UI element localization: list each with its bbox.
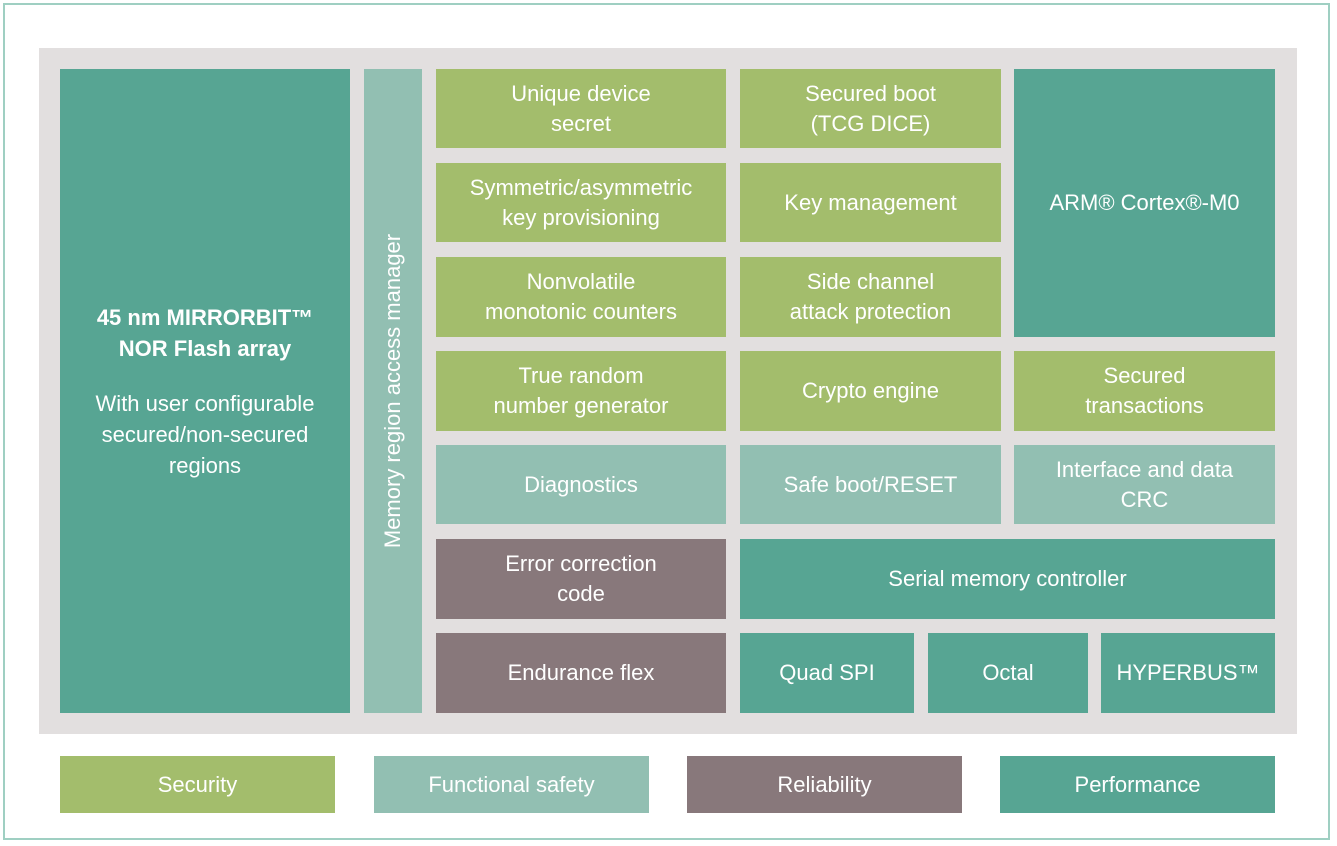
block-label: Interface and data [1055, 456, 1234, 482]
legend-performance: Performance [1000, 756, 1275, 813]
memory-access-manager-block: Memory region access manager [364, 69, 422, 713]
block-label: CRC [1120, 486, 1169, 512]
hyperbus-block: HYPERBUS™ [1101, 633, 1275, 713]
unique-device-secret-block: Unique device secret [436, 69, 726, 148]
flash-title-line-2: NOR Flash array [118, 335, 292, 361]
octal-block: Octal [928, 633, 1088, 713]
block-label: transactions [1085, 393, 1204, 418]
block-label: Octal [982, 660, 1034, 685]
quad-spi-block: Quad SPI [740, 633, 914, 713]
legend-functional-safety: Functional safety [374, 756, 649, 813]
interface-crc-block: Interface and data CRC [1014, 445, 1275, 524]
block-label: ARM® Cortex®-M0 [1049, 190, 1240, 215]
block-label: Error correction [505, 551, 657, 576]
block-label: number generator [493, 393, 669, 418]
block-label: Endurance flex [507, 660, 655, 685]
secured-transactions-block: Secured transactions [1014, 351, 1275, 431]
block-label: Symmetric/asymmetric [469, 174, 693, 200]
arm-cortex-block: ARM® Cortex®-M0 [1014, 69, 1275, 337]
legend-label: Functional safety [428, 771, 595, 797]
block-label: Safe boot/RESET [783, 471, 958, 497]
error-correction-block: Error correction code [436, 539, 726, 619]
block-label: Side channel [806, 269, 935, 294]
block-label: Secured boot [805, 80, 936, 106]
safe-boot-block: Safe boot/RESET [740, 445, 1001, 524]
legend-reliability: Reliability [687, 756, 962, 813]
memory-access-manager-label: Memory region access manager [380, 233, 405, 549]
key-provisioning-block: Symmetric/asymmetric key provisioning [436, 163, 726, 242]
diagnostics-block: Diagnostics [436, 445, 726, 524]
block-label: monotonic counters [485, 299, 677, 324]
block-label: attack protection [789, 299, 952, 324]
legend-security: Security [60, 756, 335, 813]
trng-block: True random number generator [436, 351, 726, 431]
flash-subtitle-line-1: With user configurable [95, 390, 315, 416]
endurance-flex-block: Endurance flex [436, 633, 726, 713]
block-label: (TCG DICE) [810, 110, 931, 136]
key-management-block: Key management [740, 163, 1001, 242]
block-label: HYPERBUS™ [1116, 660, 1260, 685]
legend-label: Performance [1074, 771, 1201, 797]
block-label: code [557, 581, 605, 606]
side-channel-protection-block: Side channel attack protection [740, 257, 1001, 337]
flash-subtitle-line-3: regions [168, 452, 242, 478]
secured-boot-block: Secured boot (TCG DICE) [740, 69, 1001, 148]
block-label: Serial memory controller [888, 566, 1127, 591]
block-label: True random [518, 363, 644, 388]
block-label: Unique device [511, 80, 651, 106]
legend-label: Security [157, 771, 238, 797]
crypto-engine-block: Crypto engine [740, 351, 1001, 431]
block-label: Nonvolatile [526, 269, 636, 294]
block-label: Key management [784, 189, 957, 215]
flash-array-block: 45 nm MIRRORBIT™ NOR Flash array With us… [60, 69, 350, 713]
block-label: Quad SPI [779, 660, 875, 685]
flash-title-line-1: 45 nm MIRRORBIT™ [96, 304, 314, 330]
flash-subtitle-line-2: secured/non-secured [101, 421, 309, 447]
legend-label: Reliability [777, 771, 872, 797]
block-label: Crypto engine [802, 378, 939, 403]
serial-memory-controller-block: Serial memory controller [740, 539, 1275, 619]
monotonic-counters-block: Nonvolatile monotonic counters [436, 257, 726, 337]
block-label: Diagnostics [524, 471, 638, 497]
block-label: secret [551, 110, 611, 136]
block-label: key provisioning [502, 204, 660, 230]
block-label: Secured [1103, 363, 1186, 388]
